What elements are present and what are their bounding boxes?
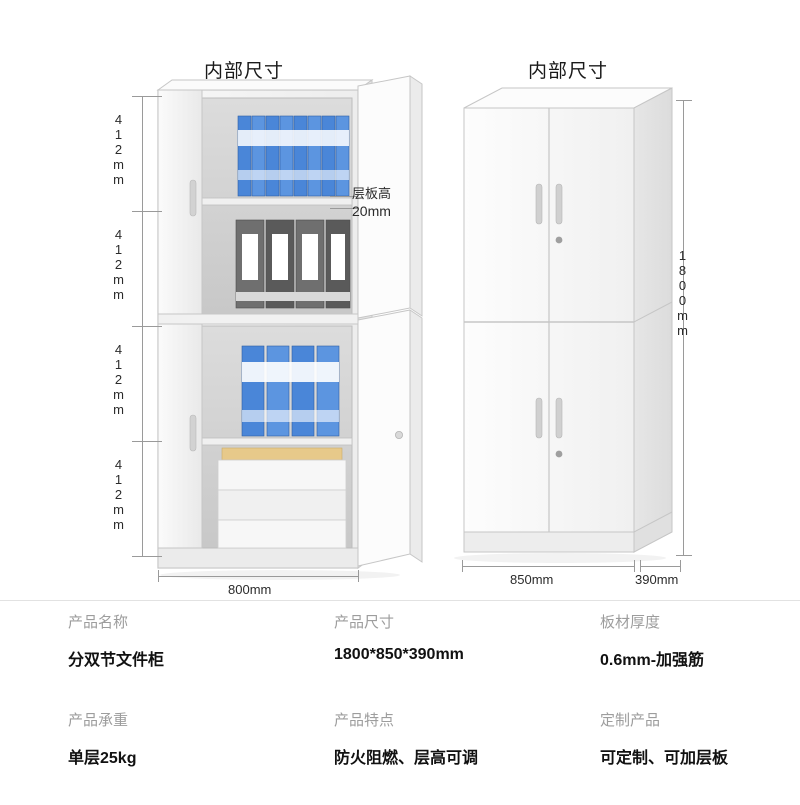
spec-value: 单层25kg	[68, 750, 137, 767]
right-diagram-title: 内部尺寸	[528, 61, 609, 82]
right-height-rail	[683, 100, 684, 555]
shelf-board-leader-bottom	[330, 208, 358, 209]
right-cabinet-drawing	[454, 87, 673, 563]
spec-label: 产品尺寸	[334, 614, 395, 631]
shelf-board-label: 层板高	[352, 186, 392, 201]
spec-cell-features: 产品特点 防火阻燃、层高可调	[334, 709, 584, 805]
spec-row: 产品名称 分双节文件柜 产品尺寸 1800*850*390mm 板材厚度 0.6…	[0, 611, 800, 707]
spec-value: 可定制、可加层板	[600, 750, 729, 767]
shelf-height-1: 412mm	[111, 112, 126, 187]
right-depth-label: 390mm	[635, 572, 679, 587]
spec-value: 防火阻燃、层高可调	[334, 750, 479, 767]
left-cabinet-drawing	[156, 75, 423, 580]
left-width-label: 800mm	[228, 582, 272, 597]
right-width-rail	[462, 566, 634, 567]
left-width-rail	[158, 576, 358, 577]
spec-value: 分双节文件柜	[68, 652, 165, 669]
spec-cell-product-size: 产品尺寸 1800*850*390mm	[334, 611, 584, 707]
spec-cell-product-name: 产品名称 分双节文件柜	[68, 611, 318, 707]
spec-table: 产品名称 分双节文件柜 产品尺寸 1800*850*390mm 板材厚度 0.6…	[0, 600, 800, 801]
shelf-board-leader-top	[330, 196, 358, 197]
shelf-board-value: 20mm	[352, 203, 391, 219]
left-tick-5	[132, 556, 162, 557]
shelf-height-2: 412mm	[111, 227, 126, 302]
spec-label: 板材厚度	[600, 614, 661, 631]
right-height-label: 1800mm	[675, 248, 690, 338]
right-width-tick-start	[462, 560, 463, 572]
spec-label: 产品承重	[68, 712, 129, 729]
right-height-tick-top	[676, 100, 692, 101]
spec-value: 1800*850*390mm	[334, 646, 464, 663]
right-height-tick-bottom	[676, 555, 692, 556]
left-width-tick-start	[158, 570, 159, 582]
spec-value: 0.6mm-加强筋	[600, 652, 705, 669]
left-tick-3	[132, 326, 162, 327]
spec-cell-load-capacity: 产品承重 单层25kg	[68, 709, 318, 805]
right-depth-tick-end	[680, 560, 681, 572]
spec-label: 定制产品	[600, 712, 661, 729]
left-tick-1	[132, 96, 162, 97]
left-width-tick-end	[358, 570, 359, 582]
left-tick-4	[132, 441, 162, 442]
shelf-height-3: 412mm	[111, 342, 126, 417]
illustration-area: 内部尺寸 内部尺寸	[111, 61, 692, 597]
spec-label: 产品名称	[68, 614, 129, 631]
left-diagram-title: 内部尺寸	[204, 61, 285, 82]
spec-cell-board-thickness: 板材厚度 0.6mm-加强筋	[600, 611, 800, 707]
spec-label: 产品特点	[334, 712, 395, 729]
right-depth-rail	[640, 566, 680, 567]
right-width-tick-end	[634, 560, 635, 572]
left-tick-2	[132, 211, 162, 212]
right-depth-tick-start	[640, 560, 641, 572]
shelf-height-4: 412mm	[111, 457, 126, 532]
right-width-label: 850mm	[510, 572, 554, 587]
spec-row: 产品承重 单层25kg 产品特点 防火阻燃、层高可调 定制产品 可定制、可加层板	[0, 709, 800, 805]
spec-cell-customization: 定制产品 可定制、可加层板	[600, 709, 800, 805]
